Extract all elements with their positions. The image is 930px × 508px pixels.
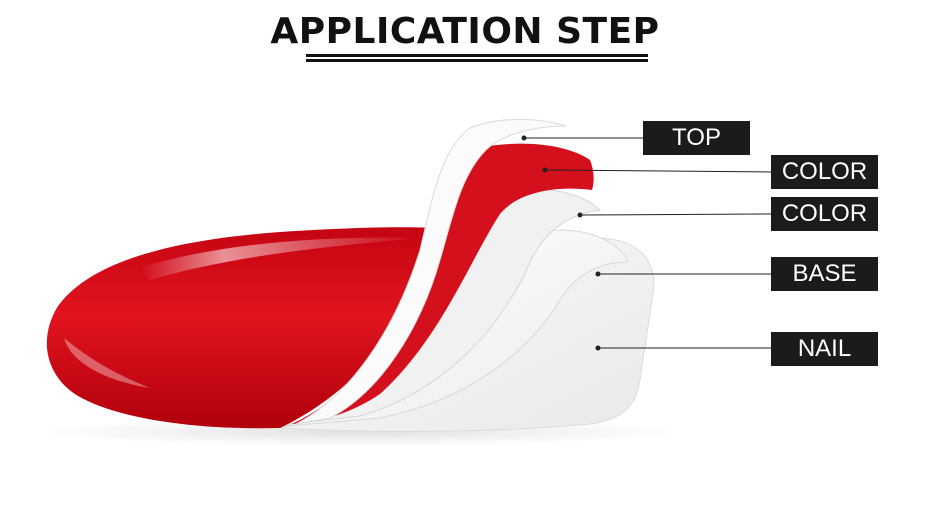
leader-lines [524, 137, 772, 349]
leader-line-color-2 [579, 213, 772, 216]
label-color-2: COLOR [771, 197, 878, 231]
title-underline-top [306, 54, 648, 57]
label-base: BASE [771, 257, 878, 291]
leader-dots [521, 135, 601, 351]
leader-dot-nail [595, 345, 601, 351]
label-top: TOP [643, 121, 750, 155]
leader-line-color-1 [544, 169, 772, 173]
top-layer-shape [295, 119, 567, 425]
leader-dot-color-2 [577, 212, 583, 218]
leader-dot-color-1 [542, 167, 548, 173]
page-title: APPLICATION STEP [270, 11, 660, 52]
label-color-1: COLOR [771, 155, 878, 189]
leader-dot-top [521, 135, 527, 141]
title-underline-bottom [306, 59, 648, 62]
label-nail: NAIL [771, 332, 878, 366]
red-polish-body [46, 227, 436, 429]
color-layer-1-shape [292, 143, 594, 424]
red-polish-shine [140, 237, 420, 280]
leader-dot-base [595, 271, 601, 277]
